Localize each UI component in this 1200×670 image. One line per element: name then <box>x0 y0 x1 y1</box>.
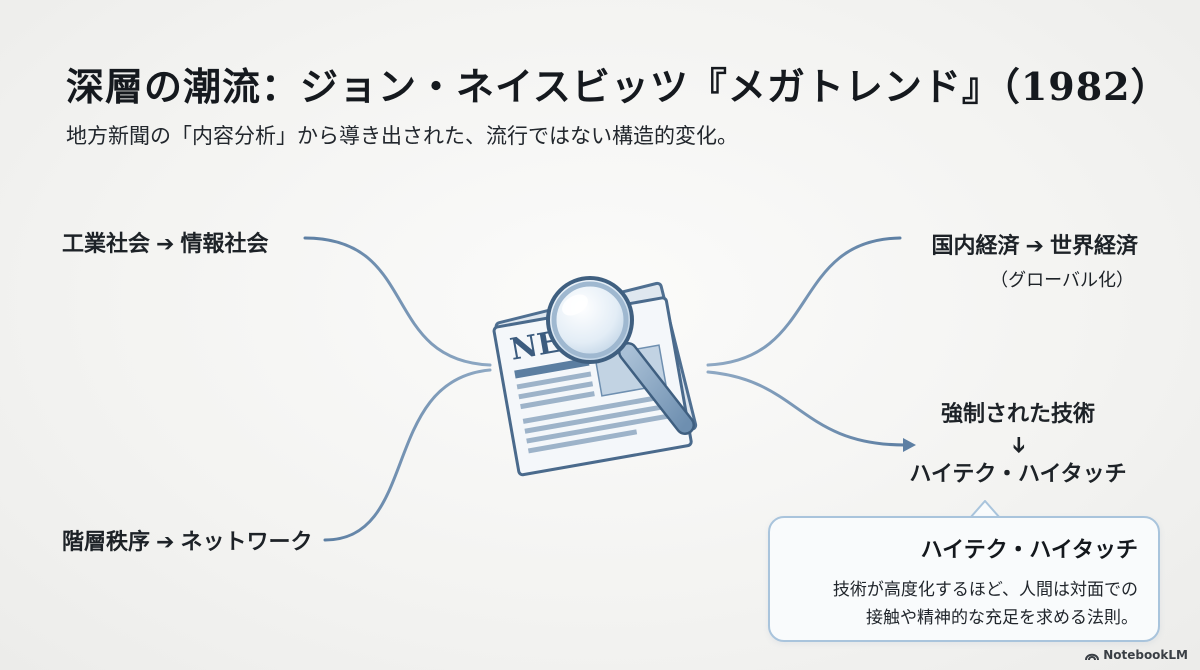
connector-arrowhead <box>903 438 916 452</box>
connector-economy <box>706 236 902 367</box>
node-technology-to: ハイテク・ハイタッチ <box>909 462 1127 487</box>
node-economy-from: 国内経済 <box>931 234 1020 259</box>
node-hierarchy-from: 階層秩序 <box>62 530 151 555</box>
callout-body: 技術が高度化するほど、人間は対面での 接触や精神的な充足を求める法則。 <box>778 576 1138 632</box>
brand-name: NotebookLM <box>1103 648 1188 662</box>
node-hierarchy-to-network: 階層秩序➔ネットワーク <box>62 524 312 556</box>
right-arrow-icon: ➔ <box>156 232 175 257</box>
node-economy-to: 世界経済 <box>1049 234 1138 259</box>
down-arrow-icon: ➔ <box>1006 435 1031 455</box>
notebooklm-logo-icon <box>1085 653 1100 661</box>
newspaper-magnifier-icon: NEWS <box>492 276 698 477</box>
callout-body-line1: 技術が高度化するほど、人間は対面での <box>832 580 1138 600</box>
node-forced-tech-to-hightech: 強制された技術 ➔ ハイテク・ハイタッチ <box>898 400 1138 490</box>
callout-body-line2: 接触や精神的な充足を求める法則。 <box>866 608 1138 628</box>
callout-title: ハイテク・ハイタッチ <box>920 537 1138 563</box>
right-arrow-icon: ➔ <box>156 530 175 555</box>
definition-callout: ハイテク・ハイタッチ 技術が高度化するほど、人間は対面での 接触や精神的な充足を… <box>768 516 1160 642</box>
connector-hierarchy <box>323 368 492 542</box>
page-subtitle: 地方新聞の「内容分析」から導き出された、流行ではない構造的変化。 <box>66 124 738 148</box>
page-title: 深層の潮流：ジョン・ネイスビッツ『メガトレンド』（1982） <box>66 64 1170 109</box>
node-hierarchy-to: ネットワーク <box>180 530 313 555</box>
brand-watermark: NotebookLM <box>1085 648 1188 662</box>
right-arrow-icon: ➔ <box>1025 234 1044 259</box>
node-economy-note: （グローバル化） <box>990 270 1134 291</box>
node-industry-to-information: 工業社会➔情報社会 <box>62 226 268 258</box>
node-national-to-world-economy: 国内経済➔世界経済 （グローバル化） <box>932 228 1138 292</box>
node-technology-from: 強制された技術 <box>940 402 1095 427</box>
connector-industry <box>303 236 492 367</box>
node-industry-to: 情報社会 <box>180 232 269 257</box>
connector-technology <box>706 370 907 447</box>
node-industry-from: 工業社会 <box>62 232 151 257</box>
